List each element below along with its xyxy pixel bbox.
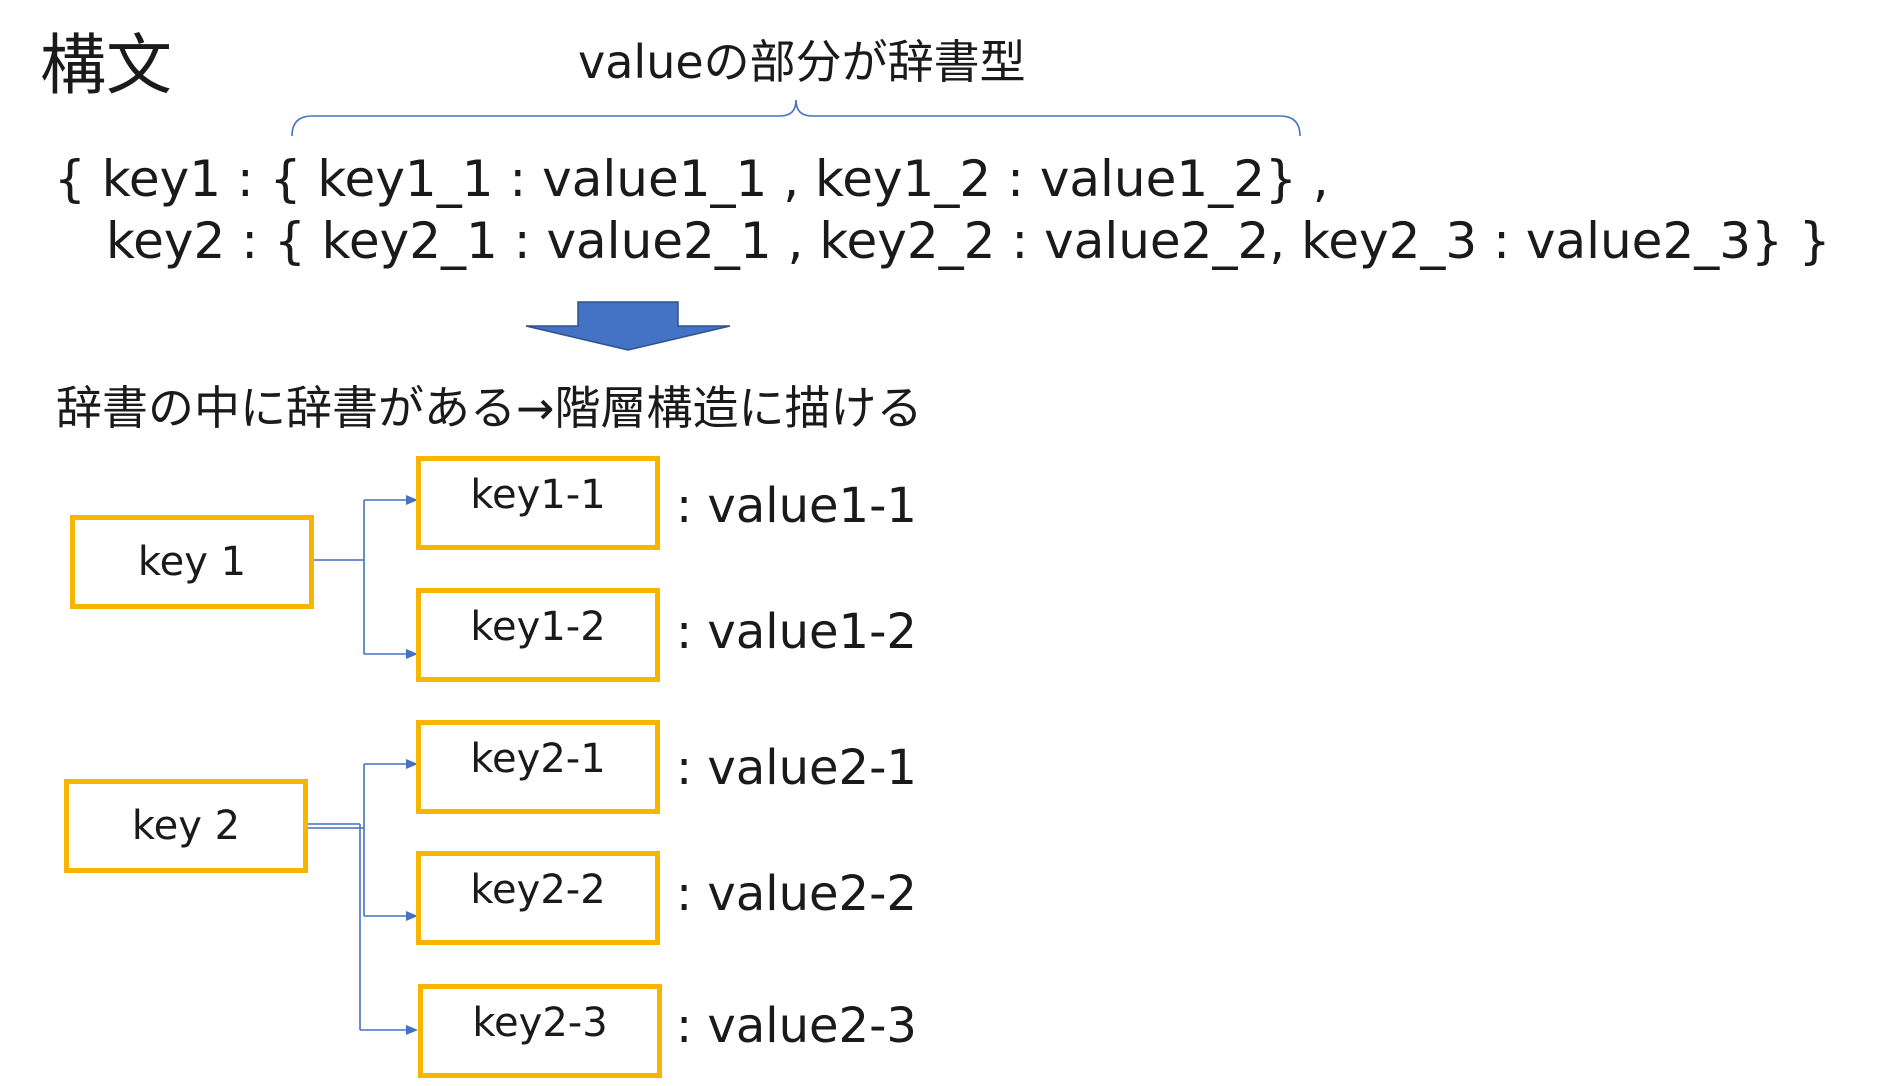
child-key1-2-box: key1-2 (416, 588, 660, 682)
connector-key1 (312, 499, 410, 655)
child-key2-2-box: key2-2 (416, 851, 660, 945)
arrowhead-icon (406, 495, 418, 505)
page-title: 構文 (40, 27, 172, 104)
parent-key2-label: key 2 (131, 803, 241, 849)
code-line-1: { key1 : { key1_1 : value1_1 , key1_2 : … (54, 150, 1329, 208)
value-label: : value2-3 (676, 998, 917, 1054)
child-key-label: key2-3 (472, 1000, 608, 1046)
child-key-label: key2-1 (470, 736, 606, 782)
code-line-2: key2 : { key2_1 : value2_1 , key2_2 : va… (106, 212, 1831, 270)
value-label: : value2-2 (676, 866, 917, 922)
arrowhead-icon (406, 759, 418, 769)
arrowhead-icon (406, 911, 418, 921)
child-key2-3-box: key2-3 (418, 984, 662, 1078)
value-label: : value2-1 (676, 740, 917, 796)
arrowhead-icon (406, 649, 418, 659)
parent-key1-label: key 1 (137, 539, 247, 585)
parent-key1-box: key 1 (70, 515, 314, 609)
child-key-label: key1-1 (470, 472, 606, 518)
value-label: : value1-2 (676, 604, 917, 660)
connector-key2 (306, 763, 410, 1031)
parent-key2-box: key 2 (64, 779, 308, 873)
arrowhead-icon (406, 1025, 418, 1035)
child-key2-1-box: key2-1 (416, 720, 660, 814)
brace-label: valueの部分が辞書型 (578, 35, 1026, 89)
child-key-label: key2-2 (470, 867, 606, 913)
child-key-label: key1-2 (470, 604, 606, 650)
description-text: 辞書の中に辞書がある→階層構造に描ける (56, 381, 923, 435)
value-label: : value1-1 (676, 478, 917, 534)
child-key1-1-box: key1-1 (416, 456, 660, 550)
down-arrow-icon (525, 301, 731, 351)
brace-shape (291, 99, 1301, 137)
